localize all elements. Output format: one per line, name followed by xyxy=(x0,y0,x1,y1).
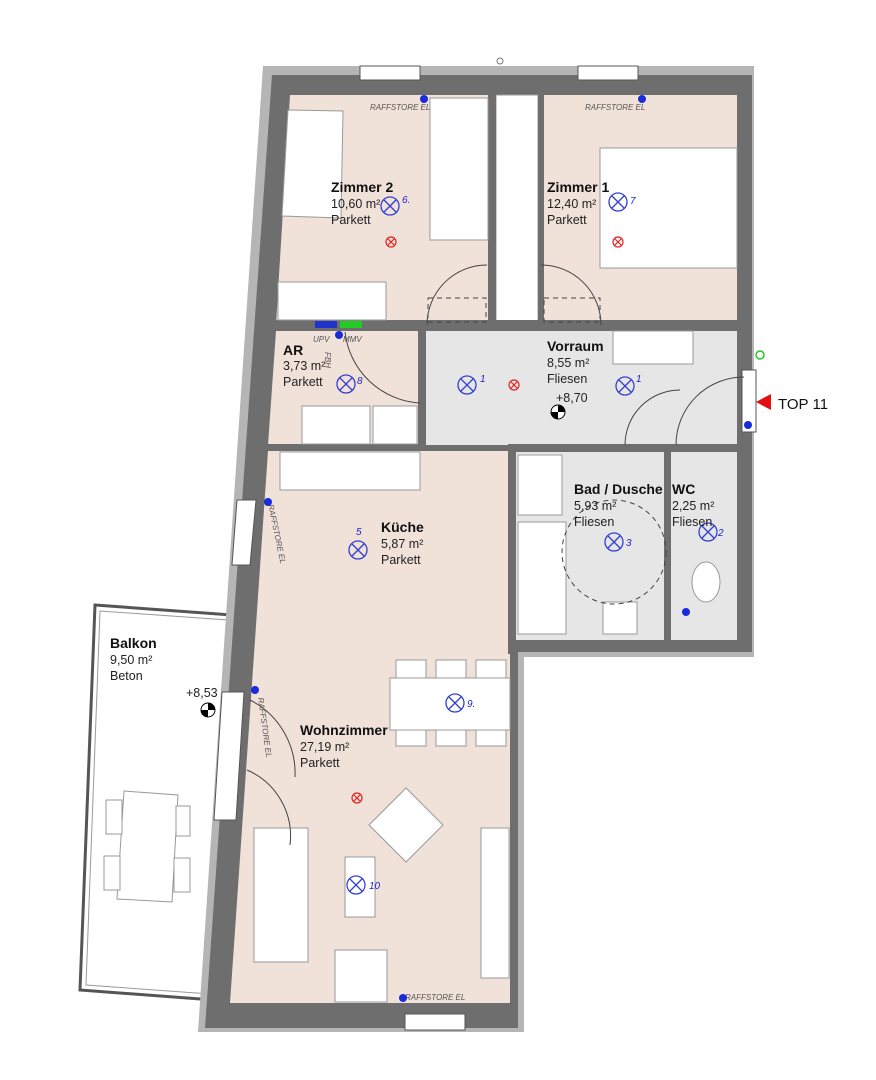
lamp-number: 5 xyxy=(356,527,362,538)
room-label-vorraum: Vorraum 8,55 m² Fliesen xyxy=(547,338,604,386)
interior-walls xyxy=(268,95,742,654)
fbh-label: FBH xyxy=(323,352,332,368)
svg-text:Parkett: Parkett xyxy=(331,213,371,227)
room-label-zimmer-2: Zimmer 2 10,60 m² Parkett xyxy=(331,179,393,227)
wardrobe-corridor xyxy=(495,94,539,326)
mmv-label: MMV xyxy=(343,335,362,344)
ceiling-lamp-icon xyxy=(457,375,477,395)
smoke-detector-icon xyxy=(612,236,624,248)
svg-text:Parkett: Parkett xyxy=(547,213,587,227)
lamp-number: 3 xyxy=(626,538,632,549)
lamp-number: 8 xyxy=(357,376,363,387)
room-label-zimmer-1: Zimmer 1 12,40 m² Parkett xyxy=(547,179,609,227)
raffstore-label: RAFFSTORE EL xyxy=(370,103,430,112)
svg-text:3,73 m²: 3,73 m² xyxy=(283,359,325,373)
unit-label: TOP 11 xyxy=(778,396,828,413)
svg-text:Bad / Dusche: Bad / Dusche xyxy=(574,481,663,497)
ceiling-lamp-icon xyxy=(348,540,368,560)
svg-text:9,50 m²: 9,50 m² xyxy=(110,653,152,667)
svg-text:WC: WC xyxy=(672,481,695,497)
lamp-number: 10 xyxy=(369,881,381,892)
svg-text:5,93 m²: 5,93 m² xyxy=(574,499,616,513)
windows xyxy=(213,65,757,1031)
room-wc xyxy=(671,452,737,640)
ceiling-lamp-icon xyxy=(608,192,628,212)
room-label-bad: Bad / Dusche 5,93 m² Fliesen xyxy=(574,481,663,529)
svg-text:Küche: Küche xyxy=(381,519,424,535)
svg-text:Parkett: Parkett xyxy=(381,553,421,567)
svg-text:Fliesen: Fliesen xyxy=(672,515,712,529)
elevation-marker: +8,70 xyxy=(550,391,588,420)
outlet-markers xyxy=(251,95,752,1002)
unit-entrance-marker: TOP 11 xyxy=(756,394,828,413)
lamp-number: 6. xyxy=(402,195,410,206)
ceiling-lamp-icon xyxy=(604,532,624,552)
svg-text:Parkett: Parkett xyxy=(300,756,340,770)
ceiling-lamp-icon xyxy=(615,376,635,396)
raffstore-label: RAFFSTORE EL xyxy=(585,103,645,112)
furniture xyxy=(103,97,738,1003)
svg-text:Parkett: Parkett xyxy=(283,375,323,389)
ceiling-lamp-icon xyxy=(380,196,400,216)
doors xyxy=(246,264,745,846)
svg-text:Wohnzimmer: Wohnzimmer xyxy=(300,722,388,738)
lamp-number: 9. xyxy=(467,699,475,710)
svg-text:Balkon: Balkon xyxy=(110,635,157,651)
lamp-number: 1 xyxy=(636,374,642,385)
smoke-detector-icon xyxy=(508,379,520,391)
entrance-arrow-icon xyxy=(756,394,771,410)
ceiling-lamp-icon xyxy=(445,693,465,713)
room-label-ar: AR 3,73 m² Parkett xyxy=(283,342,325,389)
svg-text:+8,53: +8,53 xyxy=(186,686,218,700)
lamp-number: 2 xyxy=(717,528,724,539)
svg-text:27,19 m²: 27,19 m² xyxy=(300,740,349,754)
ceiling-lamp-icon xyxy=(698,522,718,542)
raffstore-label: RAFFSTORE EL xyxy=(405,993,465,1002)
svg-text:Vorraum: Vorraum xyxy=(547,338,604,354)
svg-text:12,40 m²: 12,40 m² xyxy=(547,197,596,211)
svg-text:+8,70: +8,70 xyxy=(556,391,588,405)
elevation-marker: +8,53 xyxy=(186,686,218,718)
svg-text:10,60 m²: 10,60 m² xyxy=(331,197,380,211)
upv-label: UPV xyxy=(313,335,330,344)
svg-text:5,87 m²: 5,87 m² xyxy=(381,537,423,551)
lamp-number: 1 xyxy=(480,374,486,385)
room-label-balkon: Balkon 9,50 m² Beton xyxy=(110,635,157,683)
svg-text:Fliesen: Fliesen xyxy=(574,515,614,529)
svg-text:Zimmer 2: Zimmer 2 xyxy=(331,179,393,195)
room-label-kueche: Küche 5,87 m² Parkett xyxy=(381,519,424,567)
svg-text:Beton: Beton xyxy=(110,669,143,683)
svg-text:Zimmer 1: Zimmer 1 xyxy=(547,179,609,195)
room-label-wohnzimmer: Wohnzimmer 27,19 m² Parkett xyxy=(300,722,388,770)
smoke-detector-icon xyxy=(351,792,363,804)
svg-text:8,55 m²: 8,55 m² xyxy=(547,356,589,370)
ceiling-lamp-icon xyxy=(346,875,366,895)
svg-text:2,25 m²: 2,25 m² xyxy=(672,499,714,513)
smoke-detector-icon xyxy=(385,236,397,248)
ceiling-lamp-icon xyxy=(336,374,356,394)
svg-text:Fliesen: Fliesen xyxy=(547,372,587,386)
room-label-wc: WC 2,25 m² Fliesen xyxy=(672,481,714,529)
svg-text:AR: AR xyxy=(283,342,303,358)
lamp-number: 7 xyxy=(630,196,636,207)
